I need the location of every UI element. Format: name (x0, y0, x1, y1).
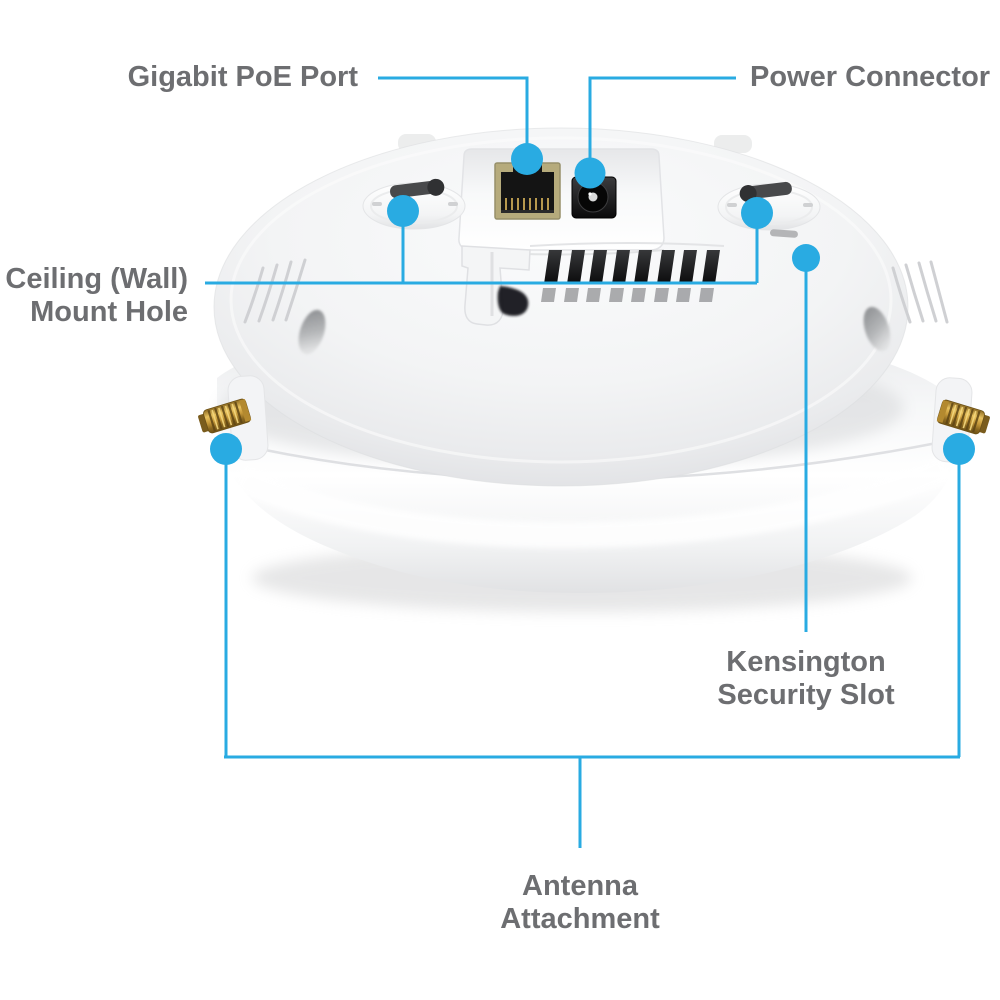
kensington-slot (769, 229, 798, 238)
antenna-connector-right (931, 377, 990, 463)
callout-dots (210, 143, 975, 465)
side-vents-left (243, 258, 307, 324)
callout-dot-mount-right (741, 197, 773, 229)
callout-line-antenna (224, 462, 961, 848)
callout-dot-antenna-left (210, 433, 242, 465)
callout-dot-power-connector (574, 157, 606, 189)
screw-hole-left (298, 309, 326, 355)
body-highlight-band (234, 456, 952, 548)
power-jack (571, 176, 617, 219)
screw-hole-right (863, 306, 891, 352)
callout-line-power (588, 76, 736, 160)
vent-grille (529, 242, 725, 302)
rj45-port (494, 162, 561, 220)
callout-line-mount (205, 222, 759, 285)
cable-hook (461, 245, 531, 326)
label-kensington-security-slot: Kensington Security Slot (717, 646, 895, 711)
callout-dot-antenna-right (943, 433, 975, 465)
callout-dot-poe-port (511, 143, 543, 175)
label-gigabit-poe-port: Gigabit PoE Port (127, 61, 358, 93)
callout-lines (205, 76, 961, 848)
label-power-connector: Power Connector (750, 61, 991, 93)
label-antenna-attachment: Antenna Attachment (500, 870, 660, 935)
callout-dot-kensington (792, 244, 820, 272)
label-ceiling-wall-mount-hole: Ceiling (Wall) Mount Hole (5, 263, 188, 328)
side-vents-right (891, 260, 949, 324)
callout-dot-mount-left (387, 195, 419, 227)
port-bay (458, 148, 665, 256)
callout-line-poe (378, 76, 529, 146)
